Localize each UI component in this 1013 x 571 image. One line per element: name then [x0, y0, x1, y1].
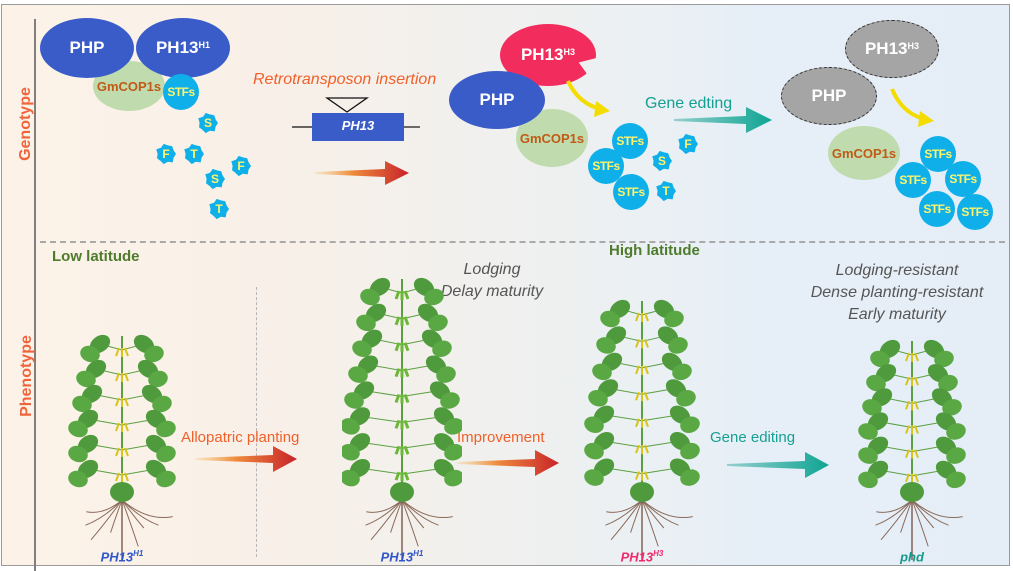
plant-gene: PH13: [620, 549, 654, 565]
allopatric-planting-label: Allopatric planting: [181, 429, 300, 446]
trait-dense-planting-resistant: Dense planting-resistant: [810, 284, 984, 301]
section-divider: [40, 241, 1005, 243]
yellow-arrow-h3: [566, 80, 610, 117]
ph13-h3-sup: H3: [563, 47, 576, 57]
trait-early-maturity: Early maturity: [848, 306, 946, 323]
fragment-f: F: [156, 144, 176, 164]
plant-label-1: PH13H1: [82, 549, 162, 564]
php-label-h3: PHP: [479, 90, 515, 109]
fragment-t: T: [656, 181, 676, 201]
stfs-label: STFs: [899, 173, 927, 187]
gene-diagram: [292, 97, 420, 141]
fragment-f: F: [678, 134, 698, 154]
stfs-label: STFs: [592, 159, 620, 173]
stfs-label: STFs: [616, 134, 644, 148]
gene-editing-label-genotype: Gene edting: [645, 95, 733, 112]
allopatric-arrow: [195, 446, 297, 472]
stfs-circle-edited-2: STFs: [895, 162, 931, 198]
gene-editing-arrow-genotype: [674, 107, 772, 133]
trait-lodging: Lodging: [463, 261, 521, 278]
gmcop1s-ellipse-edited: GmCOP1s: [828, 126, 900, 180]
insertion-triangle: [324, 97, 370, 113]
plant-gene: PH13: [380, 549, 414, 565]
soybean-plant: [342, 277, 462, 560]
plant-label-4: phd: [872, 549, 952, 564]
fragment-t: T: [184, 144, 204, 164]
php-edited-label: PHP: [811, 86, 847, 105]
stfs-label: STFs: [924, 147, 952, 161]
gene-editing-label-phenotype: Gene editing: [710, 429, 796, 446]
stfs-circle-edited-4: STFs: [919, 191, 955, 227]
gene-name: PH13: [341, 118, 375, 133]
yellow-arrow-edited: [890, 88, 934, 127]
gene-editing-arrow-phenotype: [727, 452, 829, 478]
ph13-label: PH13: [155, 38, 199, 57]
phenotype-label: Phenotype: [18, 335, 35, 417]
ph13-edited-label: PH13: [864, 39, 908, 58]
stfs-label: STFs: [923, 202, 951, 216]
gene-box: [312, 113, 404, 141]
fragment-t: T: [209, 199, 229, 219]
low-latitude-label: Low latitude: [52, 248, 140, 265]
retrotransposon-label: Retrotransposon insertion: [253, 71, 437, 88]
php-label: PHP: [69, 38, 105, 57]
plant-allele: H3: [653, 549, 664, 558]
stfs-label: STFs: [949, 172, 977, 186]
region-divider: [256, 287, 257, 557]
trait-delay-maturity: Delay maturity: [440, 283, 544, 300]
fragment-s: S: [205, 169, 225, 189]
trait-lodging-resistant: Lodging-resistant: [835, 262, 959, 279]
fragment-s: S: [652, 151, 672, 171]
ph13-edited-sup: H3: [907, 41, 920, 51]
gmcop1s-edited-label: GmCOP1s: [831, 145, 897, 161]
plant-label-2: PH13H1: [362, 549, 442, 564]
stfs-circle-h3-3: STFs: [613, 174, 649, 210]
soybean-plant: [584, 299, 700, 560]
stfs-circle: STFs: [163, 74, 199, 110]
ph13-h3-label: PH13: [520, 45, 564, 64]
stfs-circle-edited-3: STFs: [945, 161, 981, 197]
php-ellipse-edited: PHP: [781, 67, 877, 125]
plant-label-3: PH13H3: [602, 549, 682, 564]
stfs-label: STFs: [617, 185, 645, 199]
improvement-arrow: [457, 450, 559, 476]
php-ellipse: PHP: [40, 18, 134, 78]
edited-traits: Lodging-resistant Dense planting-resista…: [787, 260, 1007, 326]
axis-divider: [34, 19, 36, 571]
improvement-label: Improvement: [457, 429, 545, 446]
high-latitude-label: High latitude: [609, 242, 700, 259]
plant-gene: phd: [900, 549, 924, 565]
fragment-s: S: [198, 113, 218, 133]
stfs-circle-edited-5: STFs: [957, 194, 993, 230]
soybean-plant: [858, 339, 966, 560]
genotype-label: Genotype: [17, 87, 34, 161]
plant-allele: H1: [413, 549, 424, 558]
soybean-plant: [68, 334, 176, 560]
stfs-label: STFs: [961, 205, 989, 219]
plant-gene: PH13: [100, 549, 134, 565]
php-ellipse-h3: PHP: [449, 71, 545, 129]
mutation-arrow: [315, 161, 409, 185]
plant-allele: H1: [133, 549, 144, 558]
fragment-f: F: [231, 156, 251, 176]
gmcop1s-label: GmCOP1s: [96, 78, 162, 94]
stfs-label: STFs: [167, 85, 195, 99]
lodging-traits: Lodging Delay maturity: [412, 259, 572, 303]
gmcop1s-label-h3: GmCOP1s: [519, 130, 585, 146]
ph13-sup: H1: [198, 40, 211, 50]
